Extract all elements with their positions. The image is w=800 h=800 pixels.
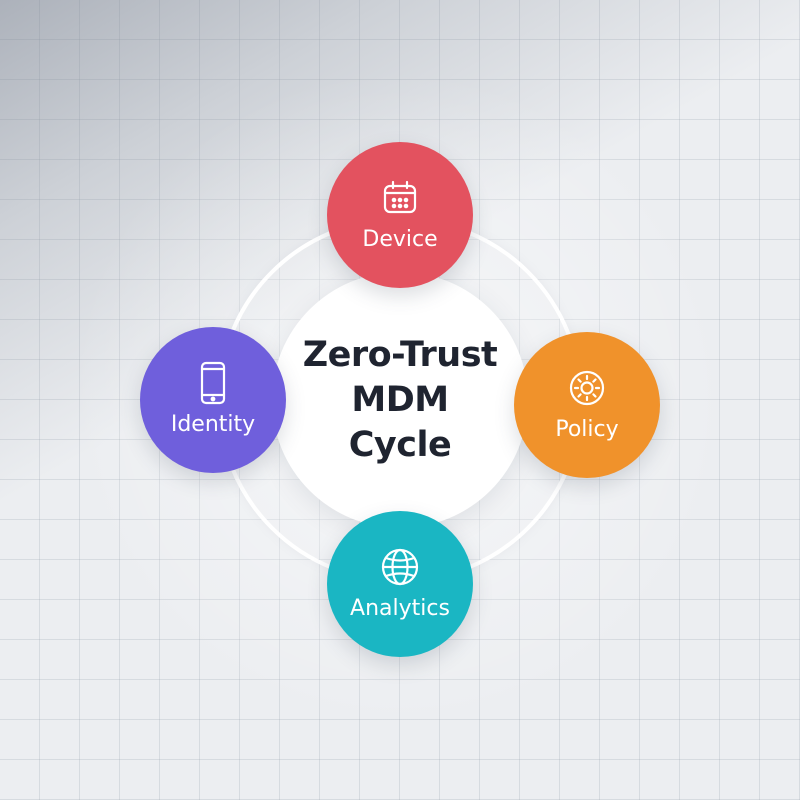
policy-label: Policy [555, 417, 619, 442]
phone-icon [191, 361, 235, 405]
device-node[interactable]: Device [327, 142, 473, 288]
device-label: Device [362, 227, 438, 252]
analytics-node[interactable]: Analytics [327, 511, 473, 657]
center-disc: Zero-Trust MDM Cycle [272, 272, 528, 528]
identity-label: Identity [170, 412, 256, 437]
identity-node[interactable]: Identity [140, 327, 286, 473]
policy-node[interactable]: Policy [514, 332, 660, 478]
analytics-label: Analytics [350, 596, 450, 621]
calendar-icon [378, 176, 422, 220]
globe-icon [378, 545, 422, 589]
center-title: Zero-Trust MDM Cycle [300, 333, 500, 468]
center-title-line-2: MDM [351, 379, 449, 420]
center-title-line-3: Cycle [348, 424, 452, 465]
center-title-line-1: Zero-Trust [302, 334, 498, 375]
sun-icon [565, 366, 609, 410]
